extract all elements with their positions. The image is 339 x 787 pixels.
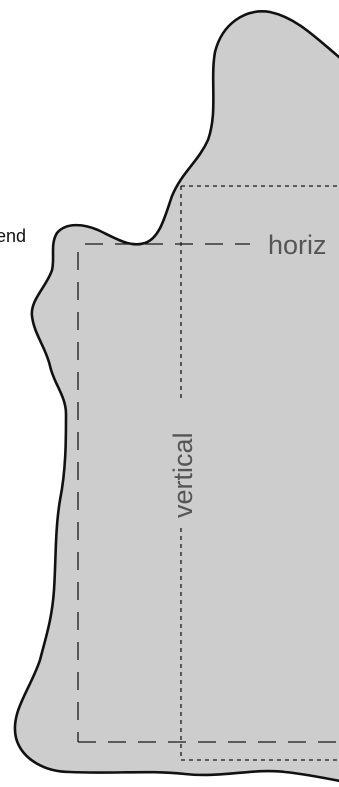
hide-outline (15, 11, 339, 782)
horizontal-label: horiz (268, 230, 327, 260)
vertical-label: vertical (168, 432, 198, 518)
end-callout-text: end (0, 226, 26, 246)
